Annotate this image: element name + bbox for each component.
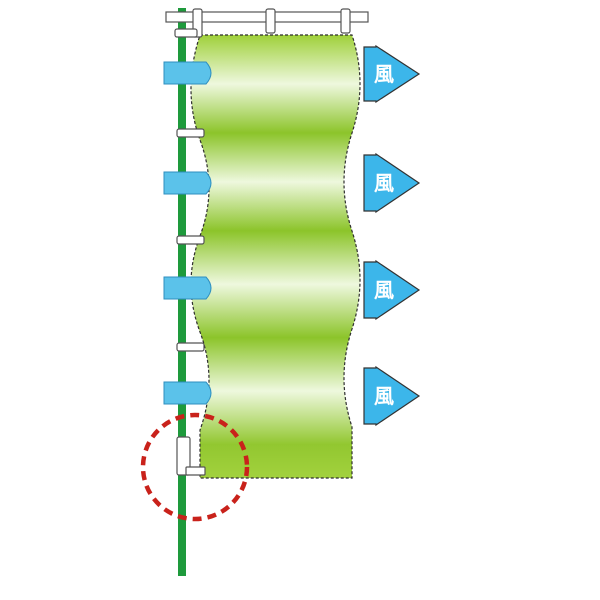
pole-ring: [176, 342, 205, 352]
banner-flag: [190, 34, 361, 479]
pole-ring: [176, 235, 205, 245]
pole-ring: [176, 128, 205, 138]
wind-arrow-label: 風: [374, 384, 394, 408]
top-rod-ring: [265, 8, 276, 34]
wind-arrow: 風: [363, 259, 421, 321]
blue-clip: [163, 276, 212, 300]
wind-arrow-label: 風: [374, 278, 394, 302]
top-rod-ring: [340, 8, 351, 34]
wind-arrow: 風: [363, 365, 421, 427]
wind-arrow-label: 風: [374, 171, 394, 195]
blue-clip: [163, 61, 212, 85]
blue-clip: [163, 381, 212, 405]
pole-ring: [174, 28, 198, 38]
wind-arrow-label: 風: [374, 62, 394, 86]
wind-arrow: 風: [363, 44, 421, 104]
wind-arrow: 風: [363, 152, 421, 214]
bottom-fastener-tab: [185, 466, 206, 476]
bottom-fastener: [176, 436, 191, 476]
highlight-circle: [140, 412, 250, 522]
blue-clip: [163, 171, 212, 195]
